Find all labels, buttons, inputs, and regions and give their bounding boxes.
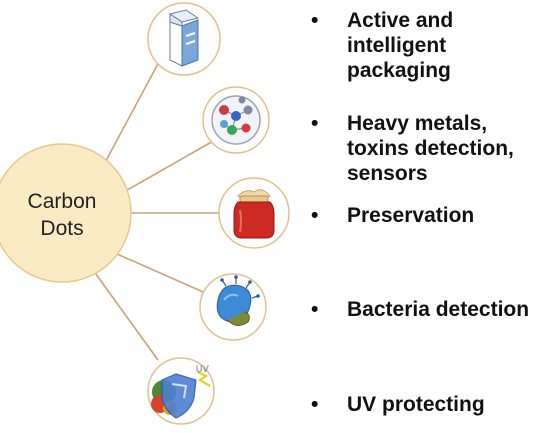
bullet-dot: • (311, 393, 319, 416)
bullet-text: UV protecting (347, 392, 547, 417)
icon-node-packaging (147, 2, 221, 76)
bullet-line: Preservation (347, 204, 475, 227)
uv-shield-fruit-icon: UV (151, 364, 211, 419)
bullet-dot: • (311, 298, 319, 321)
bullet-dot: • (311, 9, 319, 32)
bacteria-icon (216, 275, 260, 326)
uv-mark: UV (196, 364, 209, 374)
bullet-text: Active and intelligent packaging (347, 8, 547, 83)
connector-uv (92, 269, 159, 361)
molecule-dish-icon (211, 95, 261, 145)
connector-bacteria (116, 253, 211, 296)
center-label-line1: Carbon (27, 190, 97, 213)
bullet-line: Bacteria detection (347, 298, 530, 321)
bullet-text: Bacteria detection (347, 297, 547, 322)
preserve-jar-icon (233, 189, 275, 239)
icon-node-sensors (202, 86, 270, 154)
icon-node-bacteria (199, 273, 267, 341)
bullet-line: Heavy metals, (347, 112, 488, 135)
bullet-text: Preservation (347, 203, 547, 228)
icon-node-preservation (218, 177, 290, 249)
bullet-text: Heavy metals, toxins detection, sensors (347, 111, 547, 186)
bullet-line: packaging (347, 59, 451, 82)
bullet-line: Active and (347, 9, 454, 32)
connectors (92, 59, 220, 361)
center-label-line2: Dots (40, 217, 84, 240)
carbon-dots-node (0, 143, 132, 283)
bullet-line: toxins detection, (347, 137, 514, 160)
carbon-dots-label: Carbon Dots (14, 188, 110, 242)
bullet-line: intelligent (347, 34, 447, 57)
icon-node-uv: UV (147, 357, 215, 425)
bullet-line: sensors (347, 162, 428, 185)
milk-carton-icon (168, 9, 200, 67)
bullet-dot: • (311, 112, 319, 135)
connector-sensors (121, 139, 216, 194)
bullet-line: UV protecting (347, 393, 485, 416)
connector-packaging (100, 59, 161, 171)
bullet-dot: • (311, 204, 319, 227)
